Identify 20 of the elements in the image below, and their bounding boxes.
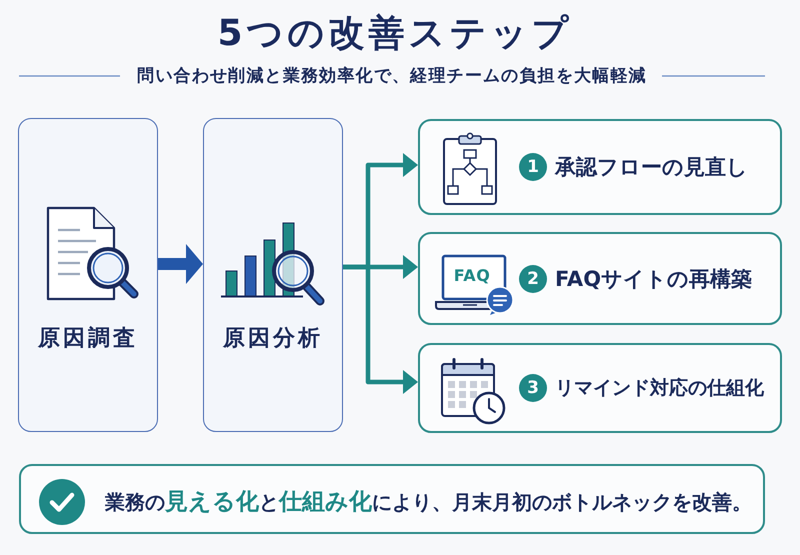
- step-title: FAQサイトの再構築: [555, 266, 752, 292]
- box-title: 原因調査: [38, 325, 138, 353]
- step-number: 1: [519, 153, 547, 181]
- arrow: [158, 244, 203, 284]
- process-box: [203, 118, 343, 432]
- step-number: 2: [519, 264, 547, 292]
- screen-text: FAQ: [454, 267, 490, 285]
- box-title: 原因分析: [223, 325, 323, 353]
- step-title: リマインド対応の仕組化: [555, 376, 764, 401]
- step-number: 3: [519, 374, 547, 402]
- summary-text: 業務の見える化と仕組み化により、月末月初のボトルネックを改善。: [105, 488, 752, 516]
- step-box: [418, 232, 782, 325]
- title: 5つの改善ステップ: [217, 13, 573, 55]
- process-box: [18, 118, 158, 432]
- arrow: [343, 264, 418, 394]
- step-box: [418, 343, 782, 433]
- step-title: 承認フローの見直し: [555, 154, 748, 181]
- step-box: [418, 119, 782, 215]
- summary-box: [19, 464, 765, 534]
- subtitle: 問い合わせ削減と業務効率化で、経理チームの負担を大幅軽減: [137, 65, 647, 87]
